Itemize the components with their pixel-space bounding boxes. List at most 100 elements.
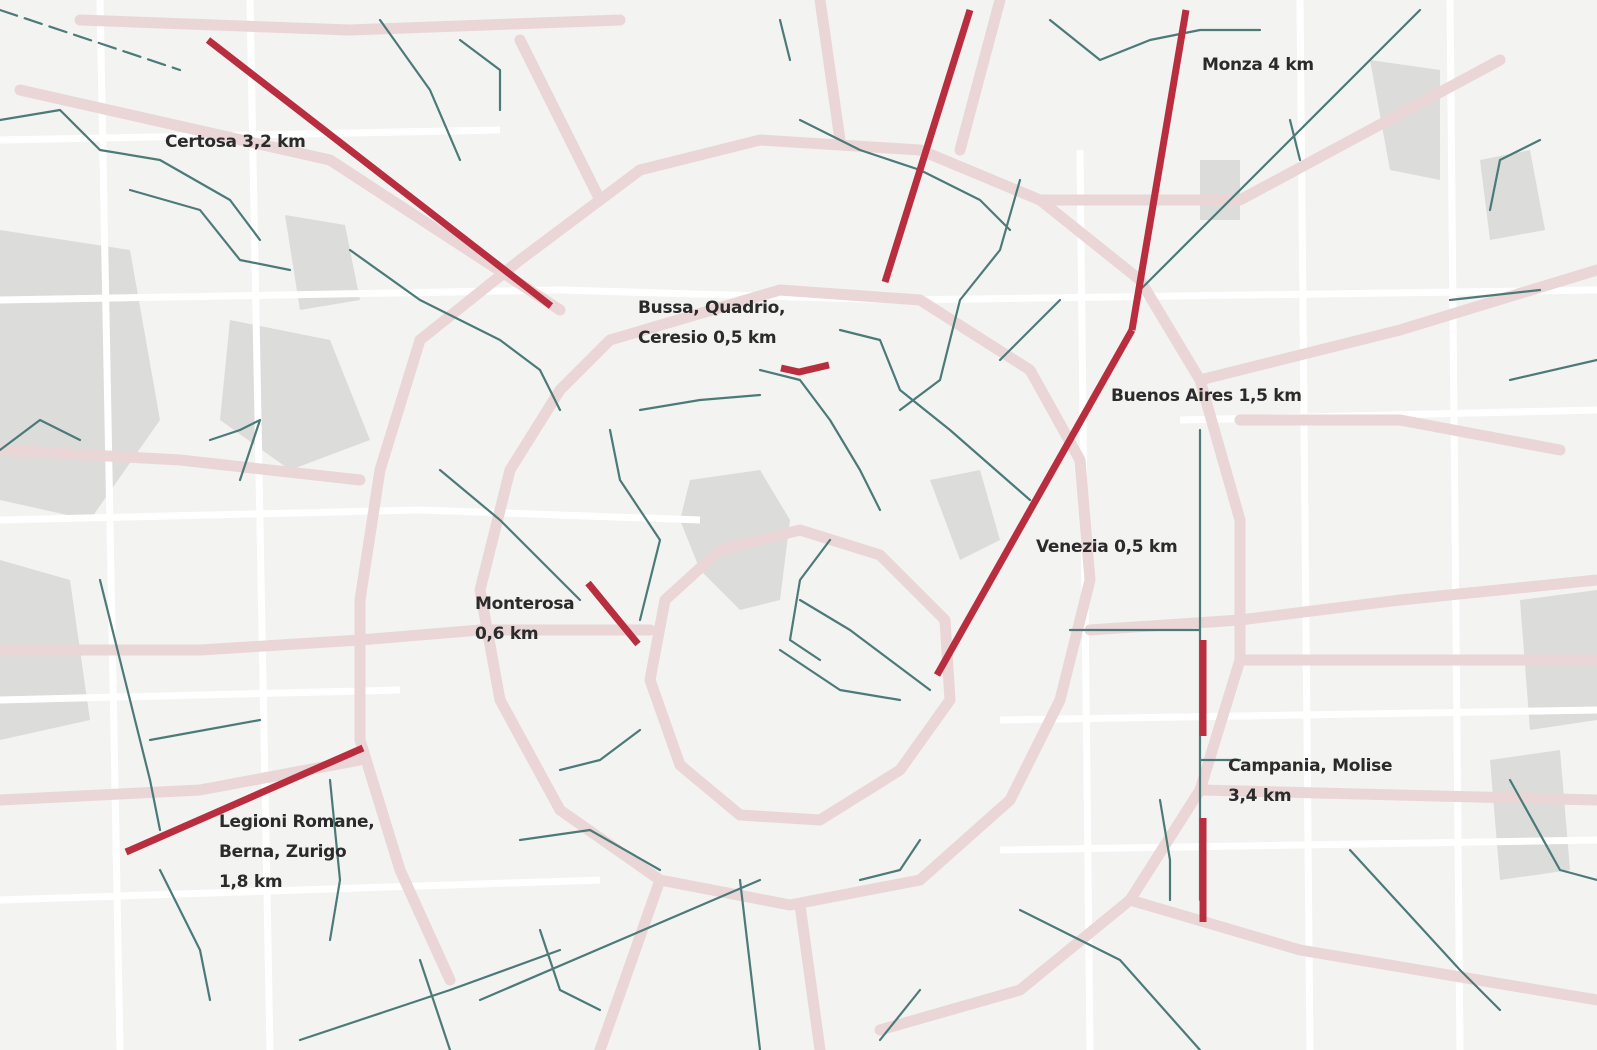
bike-lane	[0, 418, 82, 452]
minor-road	[246, 0, 274, 1050]
label-legioni: Legioni Romane, Berna, Zurigo 1,8 km	[219, 807, 375, 897]
radial-road	[14, 84, 566, 316]
route-buenos-aires-line	[933, 328, 1136, 677]
label-monterosa: Monterosa 0,6 km	[475, 589, 575, 649]
route-legioni-line	[124, 744, 365, 856]
park-area	[285, 215, 360, 310]
route-monza-line	[1128, 9, 1190, 331]
bike-lane	[328, 778, 342, 942]
outer-ring-road	[354, 334, 456, 986]
route-certosa-line	[205, 37, 554, 309]
minor-road	[1296, 0, 1314, 1050]
label-line: Campania, Molise	[1228, 756, 1393, 776]
label-line: Monterosa	[475, 594, 575, 614]
label-line: 1,8 km	[219, 872, 283, 892]
bike-lane	[298, 948, 562, 1042]
bike-lane	[418, 958, 452, 1050]
bike-lane	[1048, 18, 1262, 62]
bike-lane	[1348, 848, 1502, 1012]
route-bussa-line	[780, 361, 830, 376]
bike-lane	[758, 368, 882, 512]
bike-lane	[858, 838, 922, 882]
radial-road	[954, 0, 1006, 156]
bike-lane	[0, 8, 182, 72]
bike-lane	[778, 648, 902, 702]
label-line: Certosa 3,2 km	[165, 132, 306, 152]
bastioni-ring-road	[474, 284, 1096, 911]
label-line: Venezia 0,5 km	[1036, 537, 1178, 557]
bike-lane	[1138, 8, 1422, 292]
radial-road	[1234, 414, 1566, 456]
bike-lane	[738, 878, 762, 1050]
bike-lane	[1508, 358, 1597, 382]
label-line: Berna, Zurigo	[219, 842, 347, 862]
label-line: Bussa, Quadrio,	[638, 298, 786, 318]
radial-road	[514, 34, 646, 206]
label-buenos-aires: Buenos Aires 1,5 km	[1111, 381, 1302, 411]
bike-lane	[1448, 288, 1542, 302]
minor-road	[0, 686, 401, 704]
bike-lane	[128, 188, 292, 272]
bike-lane	[148, 718, 262, 742]
label-line: Ceresio 0,5 km	[638, 328, 777, 348]
bike-lane	[1158, 798, 1172, 902]
minor-road	[999, 836, 1597, 854]
minor-road	[0, 126, 501, 144]
radial-road	[0, 444, 366, 486]
radial-road	[1194, 784, 1597, 806]
bike-lane	[1488, 138, 1542, 212]
minor-road	[0, 876, 601, 904]
park-area	[1370, 60, 1440, 180]
radial-road	[1034, 54, 1506, 206]
label-venezia: Venezia 0,5 km	[1036, 532, 1178, 562]
bike-lane	[608, 428, 662, 622]
bike-lane	[838, 328, 1032, 502]
park-area	[680, 470, 790, 610]
bike-lane	[518, 828, 662, 872]
radial-road	[594, 874, 666, 1050]
label-line: 0,6 km	[475, 624, 539, 644]
label-line: 3,4 km	[1228, 786, 1292, 806]
bike-lane	[638, 393, 762, 412]
label-line: Legioni Romane,	[219, 812, 375, 832]
bike-lane	[778, 18, 792, 62]
park-area	[1480, 150, 1545, 240]
bike-lane	[478, 878, 762, 1002]
bike-lane	[1508, 778, 1597, 882]
radial-road	[814, 0, 846, 146]
bike-lane	[1288, 118, 1302, 162]
radial-road	[794, 899, 826, 1050]
park-area	[930, 470, 1000, 560]
bike-lane	[348, 248, 562, 412]
bike-lane	[378, 18, 462, 162]
bike-lane	[798, 598, 932, 692]
bike-lane	[998, 298, 1062, 362]
bike-lane	[878, 988, 922, 1042]
bike-lane	[458, 38, 502, 112]
minor-road	[96, 0, 124, 1050]
route-north-line	[881, 8, 974, 284]
bike-lane	[438, 468, 582, 602]
radial-road	[1084, 574, 1597, 636]
bike-lane	[98, 578, 162, 832]
bike-lane	[1018, 908, 1202, 1050]
label-campania: Campania, Molise 3,4 km	[1228, 751, 1392, 811]
bike-lane	[0, 108, 262, 242]
bike-lane	[208, 418, 262, 482]
bike-lane	[538, 928, 602, 1012]
bike-lane	[788, 538, 832, 662]
inner-ring-road	[644, 524, 956, 826]
label-certosa: Certosa 3,2 km	[165, 127, 306, 157]
label-monza: Monza 4 km	[1202, 50, 1314, 80]
minor-road	[0, 286, 1597, 304]
radial-road	[0, 624, 656, 656]
outer-ring-road	[414, 134, 1246, 1036]
label-line: Buenos Aires 1,5 km	[1111, 386, 1302, 406]
new-bike-routes	[124, 8, 1207, 922]
route-monterosa-line	[585, 580, 641, 647]
label-line: Monza 4 km	[1202, 55, 1314, 75]
minor-road	[0, 506, 701, 524]
minor-road	[1446, 0, 1464, 1050]
